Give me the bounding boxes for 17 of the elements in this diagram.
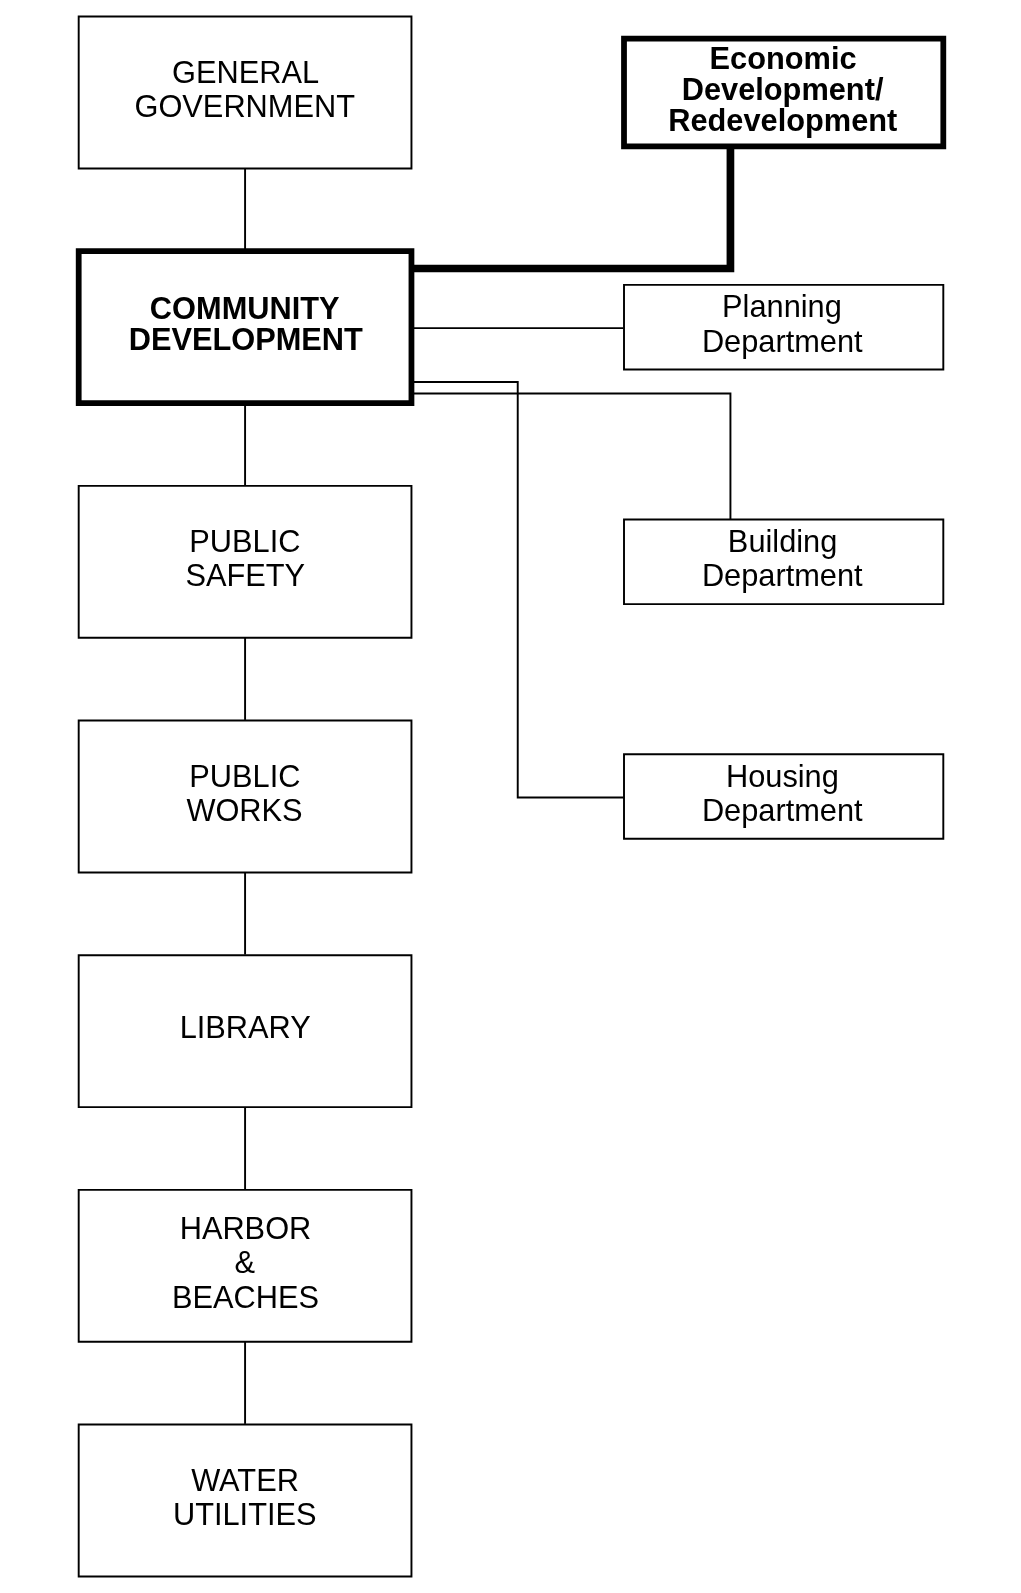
connector — [411, 147, 734, 273]
connector — [243, 871, 246, 956]
node-box: HARBOR & BEACHES — [77, 1188, 412, 1343]
node-box: Economic Development/ Redevelopment — [620, 35, 946, 150]
connector — [243, 1341, 246, 1425]
node-box: WATER UTILITIES — [77, 1423, 412, 1578]
node-box: GENERAL GOVERNMENT — [77, 15, 412, 170]
node-box: COMMUNITY DEVELOPMENT — [75, 248, 414, 407]
connector — [243, 637, 246, 721]
node-box: Housing Department — [622, 753, 944, 840]
node-box: PUBLIC SAFETY — [77, 484, 412, 639]
connector — [243, 1106, 246, 1191]
node-box: Planning Department — [622, 283, 944, 371]
connector — [243, 167, 246, 252]
node-box: LIBRARY — [77, 954, 412, 1109]
node-box: Building Department — [622, 518, 944, 606]
node-box: PUBLIC WORKS — [77, 719, 412, 874]
